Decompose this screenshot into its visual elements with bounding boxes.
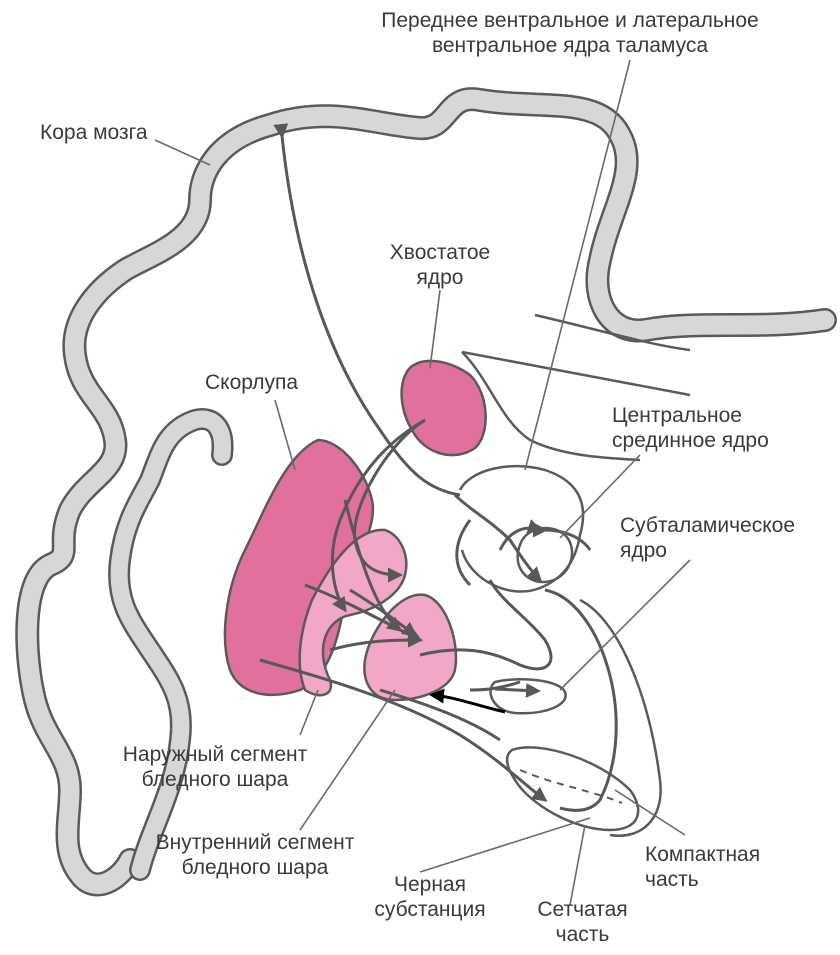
caudate-nucleus bbox=[402, 361, 486, 455]
substantia-nigra bbox=[507, 747, 638, 830]
label-pars-reticulata: Сетчатая часть bbox=[515, 897, 650, 947]
label-caudate-nucleus: Хвостатое ядро bbox=[380, 240, 500, 290]
label-putamen: Скорлупа bbox=[205, 370, 298, 395]
label-substantia-nigra: Черная субстанция bbox=[365, 872, 495, 922]
label-pars-compacta: Компактная часть bbox=[645, 842, 760, 892]
label-globus-pallidus-internal: Внутренний сегмент бледного шара bbox=[135, 830, 375, 880]
subthalamic-nucleus bbox=[491, 679, 566, 713]
globus-pallidus-internal bbox=[364, 595, 456, 700]
label-globus-pallidus-external: Наружный сегмент бледного шара bbox=[95, 742, 335, 792]
label-subthalamic-nucleus: Субталамическое ядро bbox=[620, 513, 795, 563]
label-thalamus-nuclei: Переднее вентральное и латеральное вентр… bbox=[330, 8, 810, 58]
label-centromedian-nucleus: Центральное срединное ядро bbox=[612, 403, 769, 453]
label-cortex: Кора мозга bbox=[40, 120, 148, 145]
